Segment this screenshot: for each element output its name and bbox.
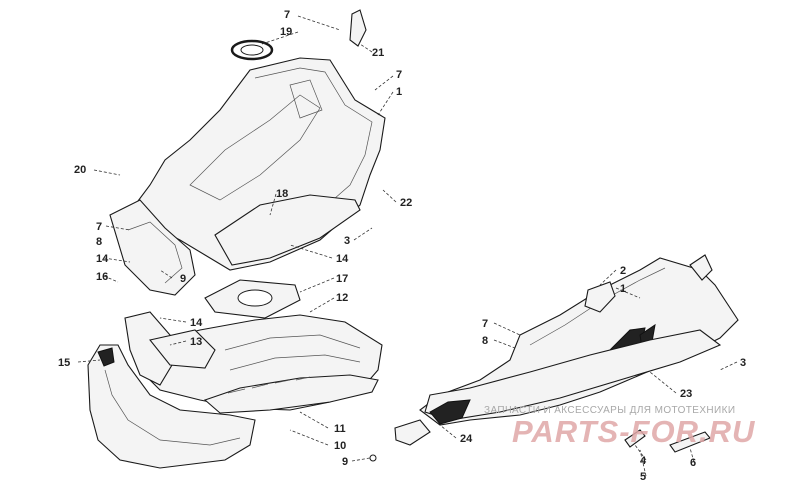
upper-console-assembly <box>109 57 386 296</box>
callout-labels: 7 19 21 7 1 20 18 22 7 8 3 14 14 16 9 17… <box>58 9 746 483</box>
callout: 7 <box>482 318 488 330</box>
callout: 24 <box>460 433 473 445</box>
callout: 3 <box>344 235 350 247</box>
callout: 22 <box>400 197 412 209</box>
front-bumper-inner <box>104 369 241 446</box>
callout: 11 <box>334 423 346 435</box>
callout: 4 <box>640 455 647 467</box>
side-panel-scoop <box>584 281 616 313</box>
upper-console-vent <box>289 79 323 119</box>
screw-part <box>369 454 377 462</box>
upper-console-side-wall <box>109 199 196 296</box>
mounting-plate-hole <box>237 289 273 307</box>
side-panel-mount-bracket <box>394 419 431 446</box>
callout: 9 <box>342 456 348 468</box>
side-panel-rear-hook <box>689 254 713 281</box>
callout: 2 <box>620 265 626 277</box>
callout: 21 <box>372 47 384 59</box>
callout: 17 <box>336 273 348 285</box>
callout: 23 <box>680 388 692 400</box>
callout: 15 <box>58 357 70 369</box>
callout: 5 <box>640 471 646 483</box>
ring-seal <box>230 39 274 61</box>
belly-pan-rib <box>224 334 361 351</box>
watermark-logo: PARTS-FOR.RU <box>512 414 756 449</box>
callout: 7 <box>284 9 290 21</box>
belly-pan-floor-strip <box>203 374 379 414</box>
callout: 8 <box>482 335 488 347</box>
front-bumper-tip <box>97 347 115 367</box>
leader-lines <box>77 15 738 477</box>
callout: 19 <box>280 26 292 38</box>
strap-part <box>669 431 711 453</box>
callout: 1 <box>620 283 626 295</box>
callout: 16 <box>96 271 108 283</box>
callout: 14 <box>190 317 203 329</box>
front-bumper-frame <box>87 344 256 469</box>
mounting-plate <box>204 279 301 319</box>
side-panel-rear-block <box>429 399 471 425</box>
callout: 8 <box>96 236 102 248</box>
callout: 7 <box>396 69 402 81</box>
callout: 18 <box>276 188 288 200</box>
callout: 14 <box>336 253 349 265</box>
watermark-caption: ЗАПЧАСТИ И АКСЕССУАРЫ ДЛЯ МОТОТЕХНИКИ <box>484 405 736 416</box>
belly-pan-side-flap <box>124 311 176 386</box>
callout: 13 <box>190 336 202 348</box>
belly-pan-inner-flap <box>149 329 216 369</box>
upper-console-floor <box>214 194 361 266</box>
callout: 7 <box>96 221 102 233</box>
upper-console-side-detail <box>127 221 183 284</box>
front-bumper <box>87 344 256 469</box>
clip-part <box>624 429 646 448</box>
callout: 3 <box>740 357 746 369</box>
callout: 20 <box>74 164 86 176</box>
callout: 1 <box>396 86 402 98</box>
small-fasteners <box>369 429 711 462</box>
upper-console-inner-panel <box>189 94 321 201</box>
belly-pan-vent-row <box>227 376 311 394</box>
callout: 10 <box>334 440 346 452</box>
callout: 6 <box>690 457 696 469</box>
callout: 12 <box>336 292 348 304</box>
bracket-part <box>349 9 367 47</box>
lower-belly-pan <box>124 311 383 414</box>
callout: 14 <box>96 253 109 265</box>
belly-pan-rib-lower <box>229 354 361 371</box>
ring-seal-inner <box>240 44 264 56</box>
callout: 9 <box>180 273 186 285</box>
side-panel-assembly <box>394 254 739 446</box>
